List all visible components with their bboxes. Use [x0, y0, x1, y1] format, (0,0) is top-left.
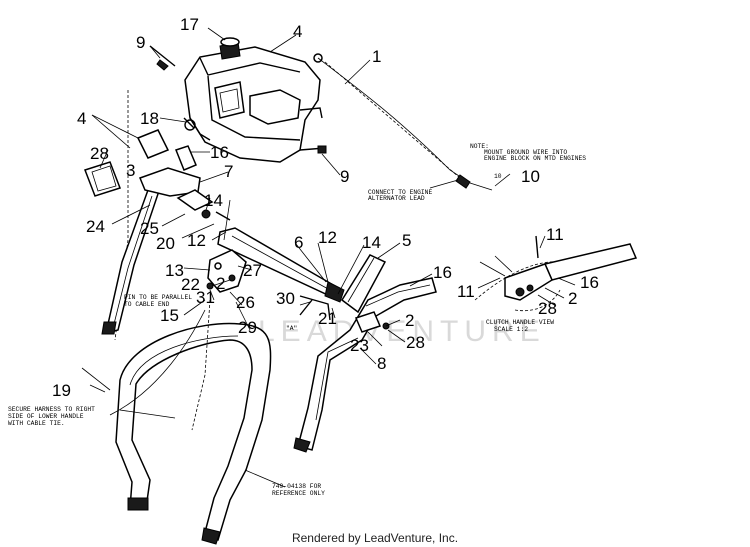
callout-26: 26 — [236, 293, 255, 312]
callout-7: 7 — [224, 162, 233, 181]
control-cable — [109, 309, 206, 416]
callout-15: 15 — [160, 306, 179, 325]
callout-23: 23 — [350, 336, 369, 355]
callout-18: 18 — [140, 109, 159, 128]
callout-4: 4 — [293, 22, 302, 41]
callout-20: 20 — [156, 234, 175, 253]
callout-12: 12 — [187, 231, 206, 250]
ground-wire — [317, 57, 469, 183]
callout-9: 9 — [136, 33, 145, 52]
key-part — [183, 117, 196, 131]
note-harness-1: SECURE HARNESS TO RIGHT — [8, 406, 95, 413]
note-harness-3: WITH CABLE TIE. — [8, 420, 65, 427]
note-pin-1: PIN TO BE PARALLEL — [124, 294, 192, 301]
note-ground-1: NOTE: — [470, 143, 489, 150]
callout-10: 10 — [521, 167, 540, 186]
clutch-handle-view — [474, 235, 638, 312]
callout-29: 29 — [238, 318, 257, 337]
handle-bracket-2 — [354, 311, 382, 333]
callout-28: 28 — [90, 144, 109, 163]
callout-28: 28 — [406, 333, 425, 352]
note-connect-2: ALTERNATOR LEAD — [368, 195, 425, 202]
callout-2: 2 — [405, 311, 414, 330]
callout-25: 25 — [140, 219, 159, 238]
note-clutch-2: SCALE 1:2 — [494, 326, 528, 333]
note-wire-ref: 10 — [494, 173, 502, 180]
callout-11: 11 — [546, 225, 564, 244]
note-view-a: "A" — [286, 325, 297, 332]
callout-5: 5 — [402, 231, 411, 250]
callout-21: 21 — [318, 309, 337, 328]
callout-19: 19 — [52, 381, 71, 400]
callout-numbers: 1 2 2 2 3 4 4 5 6 7 8 9 9 10 11 11 12 12… — [52, 15, 599, 400]
callout-11: 11 — [457, 282, 475, 301]
callout-31: 31 — [196, 288, 215, 307]
leader-lines — [89, 27, 576, 488]
callout-16: 16 — [433, 263, 452, 282]
callout-9: 9 — [340, 167, 349, 186]
callout-13: 13 — [165, 261, 184, 280]
screw-9-left — [149, 45, 176, 67]
footer-credit: Rendered by LeadVenture, Inc. — [292, 531, 458, 545]
lower-handle — [115, 322, 272, 545]
headlight-4 — [136, 129, 170, 159]
upper-handle-left — [101, 187, 162, 335]
callout-12: 12 — [318, 228, 337, 247]
grip-5 — [341, 254, 387, 314]
note-connect-1: CONNECT TO ENGINE — [368, 189, 432, 196]
callout-16: 16 — [210, 143, 229, 162]
callout-16: 16 — [580, 273, 599, 292]
crank-30 — [299, 295, 331, 321]
diagram-notes: NOTE: MOUNT GROUND WIRE INTO ENGINE BLOC… — [8, 143, 586, 497]
note-ground-3: ENGINE BLOCK ON MTD ENGINES — [484, 155, 586, 162]
callout-14: 14 — [204, 191, 223, 210]
upper-handle-right — [293, 277, 437, 453]
callout-22: 22 — [181, 275, 200, 294]
dash-panel-part — [184, 37, 323, 163]
callout-17: 17 — [180, 15, 199, 34]
callout-6: 6 — [294, 233, 303, 252]
note-ground-2: MOUNT GROUND WIRE INTO — [484, 149, 567, 156]
callout-3: 3 — [126, 161, 135, 180]
callout-1: 1 — [372, 47, 381, 66]
callout-24: 24 — [86, 217, 105, 236]
cable-guide — [191, 299, 211, 431]
callout-2: 2 — [568, 289, 577, 308]
callout-27: 27 — [243, 261, 262, 280]
callout-4: 4 — [77, 109, 86, 128]
rod-link — [223, 199, 231, 241]
headlight-28 — [84, 161, 121, 197]
note-pin-2: TO CABLE END — [124, 301, 170, 308]
shift-rod — [217, 227, 345, 303]
note-harness-2: SIDE OF LOWER HANDLE — [8, 413, 84, 420]
callout-2: 2 — [216, 274, 225, 293]
callout-28: 28 — [538, 299, 557, 318]
callout-8: 8 — [377, 354, 386, 373]
callout-14: 14 — [362, 233, 381, 252]
note-ref-1: 749-04138 FOR — [272, 483, 321, 490]
bracket-27 — [207, 249, 247, 293]
note-clutch-1: CLUTCH HANDLE VIEW — [486, 319, 554, 326]
callout-30: 30 — [276, 289, 295, 308]
note-ref-2: REFERENCE ONLY — [272, 490, 325, 497]
